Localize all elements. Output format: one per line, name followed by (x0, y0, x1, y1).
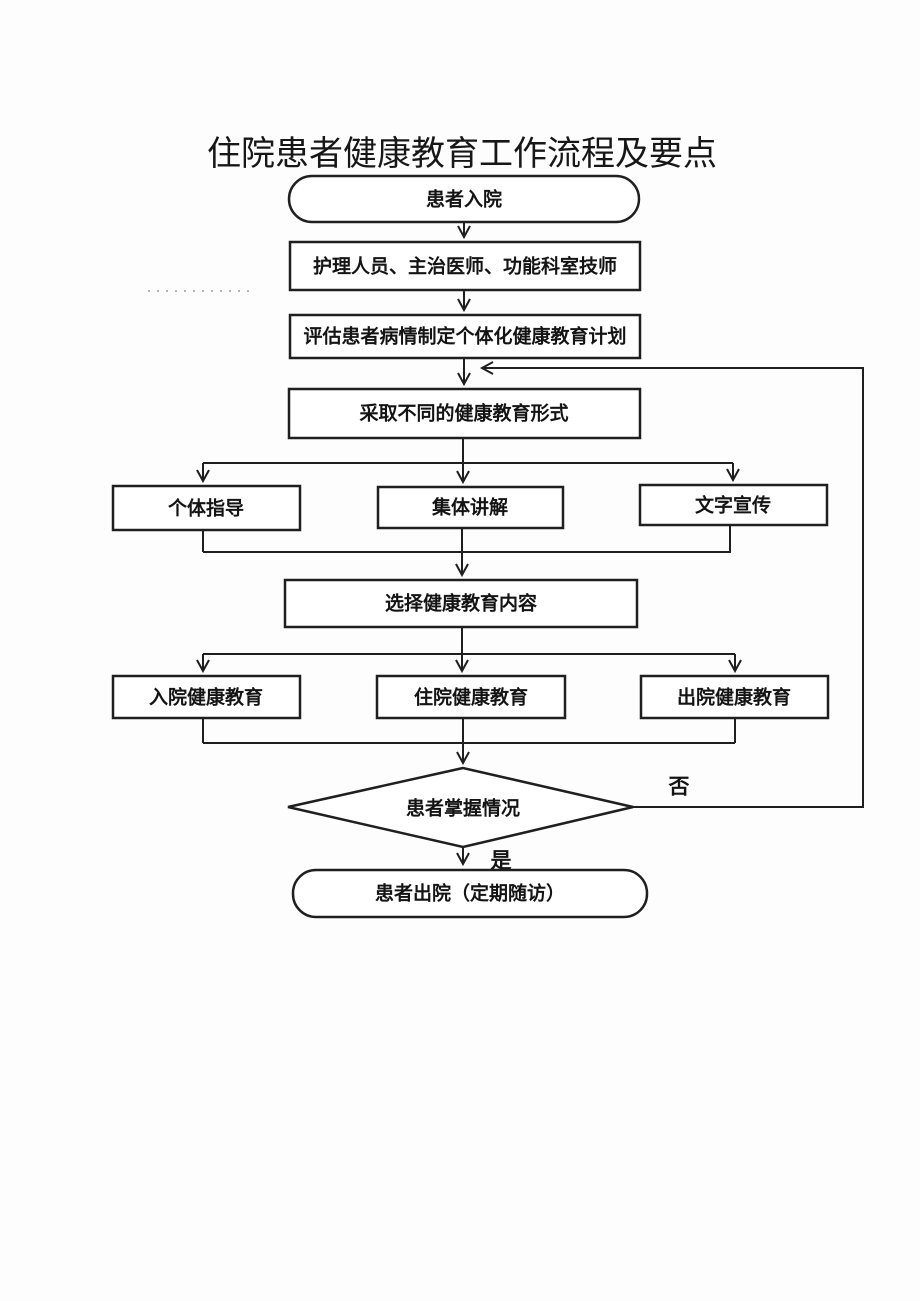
edu-inpatient-label: 住院健康教育 (414, 686, 528, 709)
node-plan: 评估患者病情制定个体化健康教育计划 (288, 313, 642, 360)
branch-no-label: 否 (669, 776, 690, 799)
staff-process-shape (288, 240, 642, 292)
end-terminator-shape (291, 868, 649, 919)
end-label: 患者出院（定期随访） (375, 882, 565, 905)
edu-admission-label: 入院健康教育 (149, 686, 263, 709)
start-terminator-shape (287, 174, 641, 224)
plan-process-shape (288, 313, 642, 360)
form-individual-label: 个体指导 (167, 497, 244, 520)
node-form-individual: 个体指导 (111, 484, 302, 532)
form-group-label: 集体讲解 (431, 496, 508, 519)
node-form-group: 集体讲解 (376, 485, 565, 530)
edu-discharge-shape (639, 674, 830, 720)
branch-yes-label: 是 (491, 850, 512, 873)
forms-label: 采取不同的健康教育形式 (359, 402, 568, 425)
edge-feedback-no (479, 361, 864, 808)
node-edu-admission: 入院健康教育 (111, 674, 302, 720)
decision-diamond-shape (287, 766, 634, 849)
node-staff: 护理人员、主治医师、功能科室技师 (288, 240, 642, 292)
node-form-written: 文字宣传 (638, 483, 829, 527)
node-end: 患者出院（定期随访） (291, 868, 649, 919)
form-group-shape (376, 485, 565, 530)
page-title: 住院患者健康教育工作流程及要点 (207, 134, 717, 174)
form-written-shape (638, 483, 829, 527)
staff-label: 护理人员、主治医师、功能科室技师 (313, 255, 617, 278)
start-label: 患者入院 (426, 188, 502, 211)
forms-process-shape (287, 387, 642, 440)
node-content-select: 选择健康教育内容 (283, 578, 639, 629)
node-start: 患者入院 (287, 174, 641, 224)
decision-label: 患者掌握情况 (406, 797, 520, 820)
content-select-shape (283, 578, 639, 629)
content-select-label: 选择健康教育内容 (385, 592, 537, 615)
edu-inpatient-shape (375, 674, 567, 720)
node-forms: 采取不同的健康教育形式 (287, 387, 642, 440)
plan-label: 评估患者病情制定个体化健康教育计划 (303, 325, 626, 348)
form-written-label: 文字宣传 (695, 494, 771, 517)
edu-admission-shape (111, 674, 302, 720)
node-edu-inpatient: 住院健康教育 (375, 674, 567, 720)
form-individual-shape (111, 484, 302, 532)
flow-connectors (196, 222, 864, 867)
node-edu-discharge: 出院健康教育 (639, 674, 830, 720)
edu-discharge-label: 出院健康教育 (677, 686, 791, 709)
node-decision: 患者掌握情况 (287, 766, 634, 849)
